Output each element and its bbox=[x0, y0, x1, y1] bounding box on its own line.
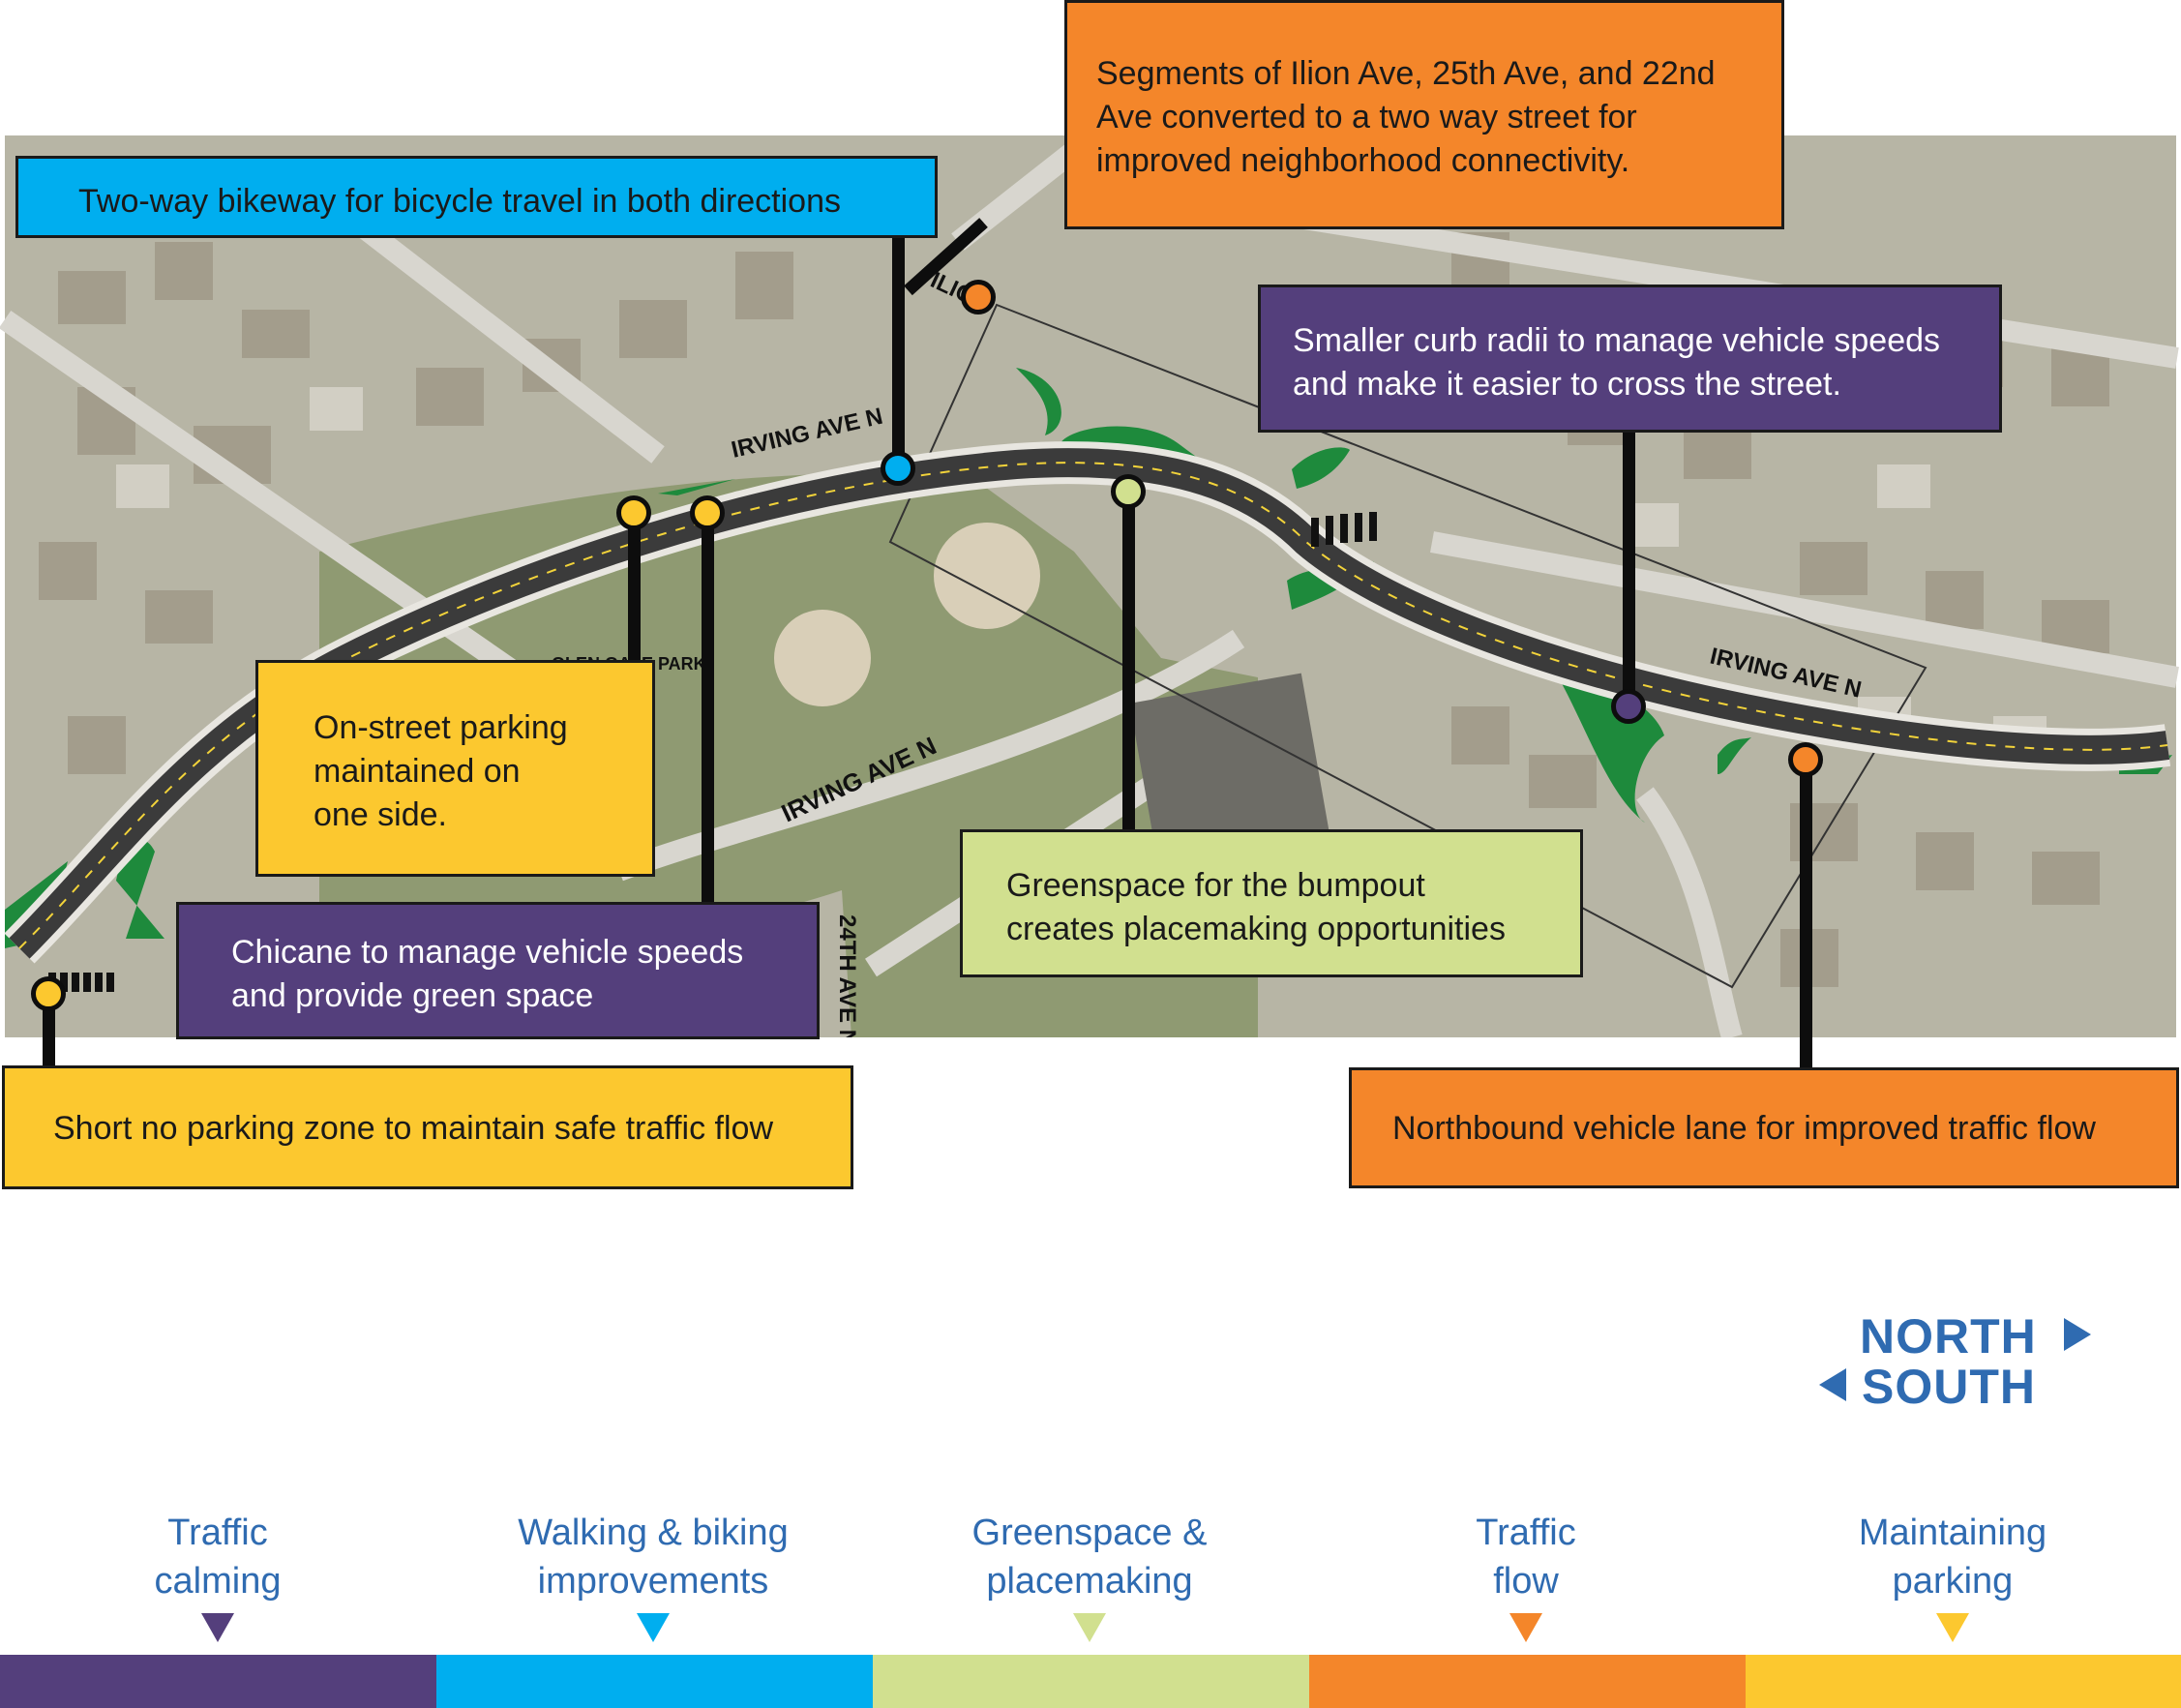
onstreet-parking-text: On-street parking maintained on one side… bbox=[314, 709, 568, 833]
curb-radii-leader bbox=[1623, 433, 1635, 706]
curb-radii-marker-dot bbox=[1611, 689, 1646, 724]
legend-walking-biking-label: Walking & biking improvements bbox=[518, 1513, 789, 1602]
segments-text: Segments of Ilion Ave, 25th Ave, and 22n… bbox=[1096, 55, 1716, 179]
legend-parking: Maintaining parking bbox=[1759, 1509, 2146, 1605]
bikeway-callout: Two-way bikeway for bicycle travel in bo… bbox=[15, 156, 938, 238]
legend-parking-marker-icon bbox=[1936, 1613, 1969, 1642]
no-parking-marker-dot bbox=[31, 976, 66, 1011]
onstreet-parking-marker-dot bbox=[616, 495, 651, 530]
northbound-leader bbox=[1800, 760, 1812, 1067]
curb-radii-text: Smaller curb radii to manage vehicle spe… bbox=[1293, 322, 1941, 403]
onstreet-parking-leader-a bbox=[628, 513, 641, 660]
parking-lot bbox=[1129, 673, 1330, 866]
south-arrow-icon bbox=[1819, 1368, 1846, 1401]
chicane-text: Chicane to manage vehicle speeds and pro… bbox=[231, 934, 744, 1014]
street-label-24th: 24TH AVE N bbox=[834, 914, 860, 1037]
northbound-callout: Northbound vehicle lane for improved tra… bbox=[1349, 1067, 2179, 1188]
legend-bar-greenspace bbox=[873, 1655, 1309, 1708]
greenspace-leader bbox=[1122, 492, 1135, 829]
no-parking-callout: Short no parking zone to maintain safe t… bbox=[2, 1065, 853, 1189]
chicane-leader bbox=[702, 513, 714, 902]
northbound-text: Northbound vehicle lane for improved tra… bbox=[1392, 1110, 2096, 1147]
legend-greenspace-marker-icon bbox=[1073, 1613, 1106, 1642]
playground-circle-2 bbox=[774, 610, 871, 706]
legend-bar-traffic-calming bbox=[0, 1655, 436, 1708]
legend-greenspace-label: Greenspace & placemaking bbox=[971, 1513, 1208, 1602]
legend-greenspace: Greenspace & placemaking bbox=[896, 1509, 1283, 1605]
legend-traffic-flow-label: Traffic flow bbox=[1476, 1513, 1576, 1602]
legend-bar-walking-biking bbox=[436, 1655, 873, 1708]
legend-traffic-calming: Traffic calming bbox=[24, 1509, 411, 1605]
legend-traffic-flow: Traffic flow bbox=[1332, 1509, 1719, 1605]
bikeway-text: Two-way bikeway for bicycle travel in bo… bbox=[78, 183, 841, 220]
legend-traffic-calming-marker-icon bbox=[201, 1613, 234, 1642]
chicane-callout: Chicane to manage vehicle speeds and pro… bbox=[176, 902, 820, 1039]
no-parking-leader bbox=[43, 994, 55, 1065]
houses bbox=[39, 232, 2109, 987]
crosswalk bbox=[1311, 512, 1377, 547]
playground-circle bbox=[934, 523, 1040, 629]
segments-callout: Segments of Ilion Ave, 25th Ave, and 22n… bbox=[1064, 0, 1784, 229]
chicane-marker-dot bbox=[690, 495, 725, 530]
legend-bar-parking bbox=[1746, 1655, 2181, 1708]
northbound-marker-dot bbox=[1788, 742, 1823, 777]
no-parking-text: Short no parking zone to maintain safe t… bbox=[53, 1110, 773, 1147]
greenspace-marker-dot bbox=[1111, 474, 1146, 509]
legend-walking-biking-marker-icon bbox=[637, 1613, 670, 1642]
legend-traffic-calming-label: Traffic calming bbox=[154, 1513, 282, 1602]
segments-marker-dot bbox=[961, 280, 996, 315]
road-centerline bbox=[18, 462, 2168, 949]
greenspace-text: Greenspace for the bumpout creates place… bbox=[1006, 867, 1506, 947]
onstreet-parking-callout: On-street parking maintained on one side… bbox=[255, 660, 655, 877]
legend-parking-label: Maintaining parking bbox=[1858, 1513, 2047, 1602]
curb-radii-callout: Smaller curb radii to manage vehicle spe… bbox=[1258, 285, 2002, 433]
greenspace-callout: Greenspace for the bumpout creates place… bbox=[960, 829, 1583, 977]
north-label: NORTH bbox=[1860, 1309, 2037, 1363]
legend-traffic-flow-marker-icon bbox=[1509, 1613, 1542, 1642]
bikeway-marker-dot bbox=[881, 451, 915, 486]
legend-walking-biking: Walking & biking improvements bbox=[460, 1509, 847, 1605]
legend-bar-traffic-flow bbox=[1309, 1655, 1746, 1708]
bikeway-leader bbox=[892, 238, 905, 468]
north-arrow-icon bbox=[2064, 1318, 2091, 1351]
south-label: SOUTH bbox=[1862, 1360, 2036, 1414]
